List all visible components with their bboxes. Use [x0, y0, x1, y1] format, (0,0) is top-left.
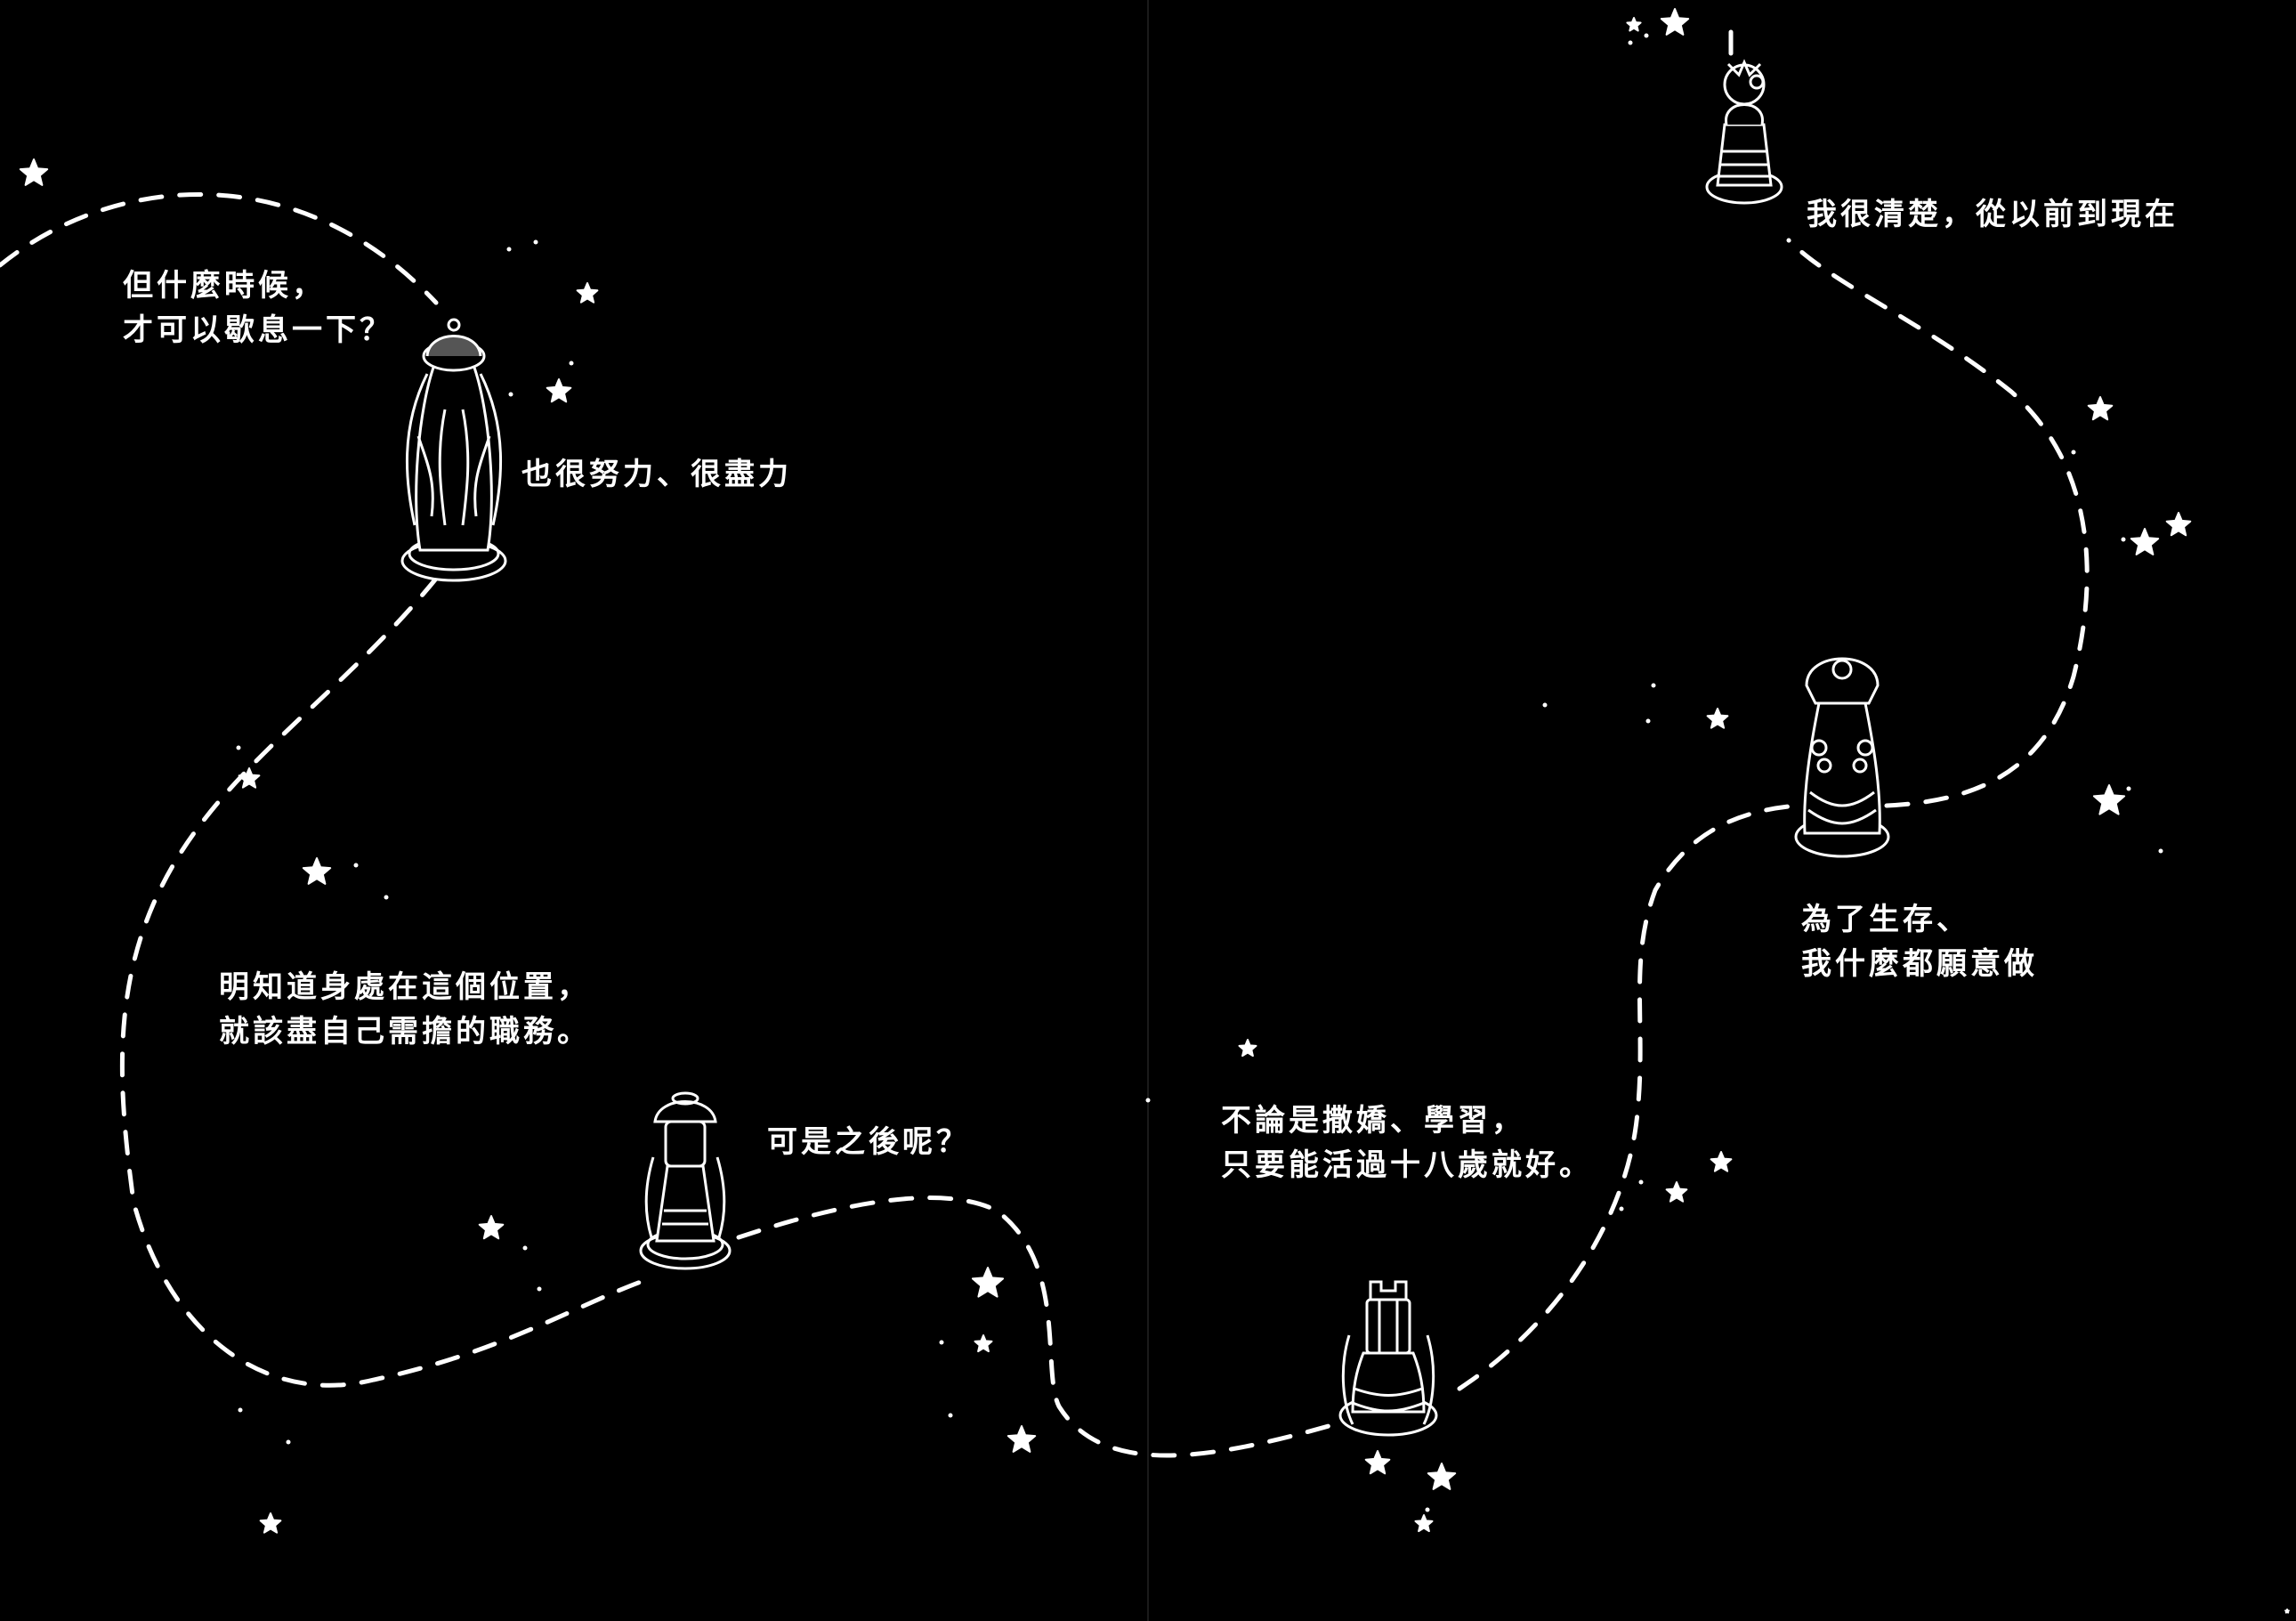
- star-icon: [2092, 784, 2126, 815]
- star-dot-icon: [569, 361, 574, 366]
- caption-line: 就該盡自己需擔的職務。: [219, 1014, 591, 1050]
- star-icon: [2087, 396, 2114, 421]
- caption-line: 但什麼時候，: [123, 268, 326, 304]
- caption-line: 不論是撒嬌、學習，: [1221, 1103, 1525, 1139]
- star-icon: [238, 767, 261, 789]
- stars-layer: [19, 8, 2290, 1614]
- star-dot-icon: [939, 1340, 944, 1345]
- star-icon: [1665, 1181, 1688, 1203]
- star-dot-icon: [353, 863, 359, 868]
- star-icon: [971, 1267, 1005, 1298]
- queen-chess-piece: [400, 318, 507, 582]
- star-icon: [478, 1215, 505, 1240]
- caption-eighteen: 不論是撒嬌、學習， 只要能活過十八歲就好。: [1221, 1098, 1593, 1187]
- star-icon: [19, 158, 49, 186]
- star-icon: [302, 857, 332, 885]
- caption-duty: 明知道身處在這個位置， 就該盡自己需擔的職務。: [219, 965, 591, 1054]
- star-dot-icon: [1145, 1098, 1151, 1103]
- star-dot-icon: [2126, 786, 2131, 791]
- star-dot-icon: [2121, 537, 2126, 542]
- caption-line: 為了生存、: [1801, 902, 1970, 937]
- star-dot-icon: [1638, 1179, 1644, 1185]
- caption-line: 可是之後呢？: [767, 1124, 970, 1160]
- star-dot-icon: [1651, 683, 1656, 688]
- pawn-chess-piece: [1705, 59, 1783, 205]
- star-icon: [1710, 1151, 1733, 1172]
- star-icon: [1007, 1425, 1037, 1453]
- bishop-chess-piece: [639, 1091, 732, 1270]
- star-icon: [974, 1334, 993, 1353]
- star-dot-icon: [948, 1413, 953, 1418]
- star-dot-icon: [1542, 702, 1548, 708]
- caption-line: 我很清楚，從以前到現在: [1807, 197, 2179, 232]
- star-dot-icon: [2158, 848, 2163, 854]
- star-dot-icon: [508, 392, 513, 397]
- caption-after: 可是之後呢？: [767, 1120, 970, 1164]
- caption-line: 才可以歇息一下？: [123, 312, 393, 348]
- star-dot-icon: [236, 745, 241, 750]
- caption-line: 也很努力、很盡力: [521, 457, 792, 492]
- star-icon: [259, 1512, 282, 1534]
- caption-rest-question: 但什麼時候， 才可以歇息一下？: [123, 263, 393, 353]
- caption-survive: 為了生存、 我什麼都願意做: [1801, 897, 2038, 986]
- caption-clear: 我很清楚，從以前到現在: [1807, 192, 2179, 237]
- caption-line: 我什麼都願意做: [1801, 946, 2038, 982]
- star-icon: [1427, 1463, 1457, 1490]
- star-icon: [1364, 1450, 1391, 1475]
- star-icon: [1660, 8, 1690, 36]
- star-icon: [2130, 528, 2160, 555]
- caption-line: 明知道身處在這個位置，: [219, 969, 591, 1005]
- star-icon: [1706, 708, 1729, 729]
- queen-chess-piece: [1794, 657, 1890, 858]
- star-dot-icon: [1628, 40, 1633, 45]
- star-icon: [2284, 1609, 2290, 1614]
- star-icon: [576, 282, 599, 304]
- star-dot-icon: [506, 247, 512, 252]
- star-icon: [1414, 1514, 1434, 1533]
- star-icon: [2165, 512, 2192, 537]
- star-dot-icon: [1644, 33, 1649, 38]
- star-dot-icon: [1425, 1507, 1430, 1512]
- star-dot-icon: [522, 1245, 528, 1251]
- star-dot-icon: [286, 1439, 291, 1445]
- star-dot-icon: [2071, 450, 2076, 455]
- star-dot-icon: [533, 239, 538, 245]
- rook-chess-piece: [1338, 1280, 1438, 1437]
- star-icon: [546, 378, 572, 403]
- dashed-path: [0, 15, 2090, 1458]
- star-dot-icon: [384, 895, 389, 900]
- star-icon: [1238, 1039, 1257, 1058]
- star-dot-icon: [537, 1286, 542, 1292]
- star-dot-icon: [1619, 1206, 1624, 1212]
- caption-line: 只要能活過十八歲就好。: [1221, 1147, 1593, 1183]
- star-dot-icon: [1645, 718, 1651, 724]
- star-icon: [1626, 17, 1642, 32]
- star-dot-icon: [238, 1407, 243, 1413]
- caption-effort: 也很努力、很盡力: [521, 452, 792, 497]
